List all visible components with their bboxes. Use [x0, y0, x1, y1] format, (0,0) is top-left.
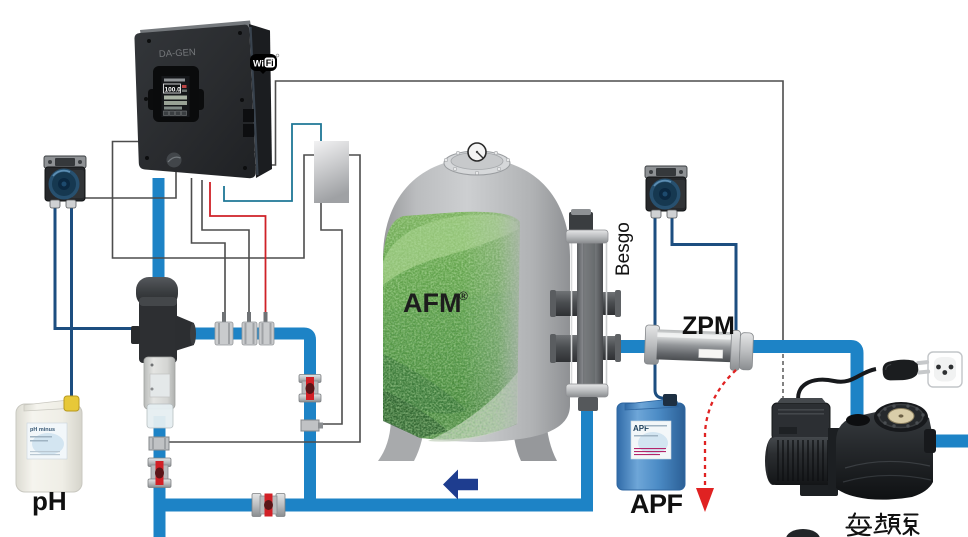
svg-text:100.0: 100.0 [165, 87, 182, 94]
svg-text:Fi: Fi [266, 58, 274, 68]
svg-text:AFM: AFM [403, 288, 461, 318]
svg-text:pH minus: pH minus [30, 427, 55, 433]
svg-text:DA-GEN: DA-GEN [159, 47, 197, 60]
svg-text:®: ® [459, 289, 468, 303]
svg-text:Wi: Wi [253, 59, 264, 69]
svg-text:Besgo: Besgo [613, 222, 634, 276]
svg-text:APF: APF [630, 489, 683, 519]
svg-text:ZPM: ZPM [682, 312, 735, 340]
svg-text:APF: APF [633, 424, 649, 433]
svg-text:pH: pH [32, 486, 67, 516]
